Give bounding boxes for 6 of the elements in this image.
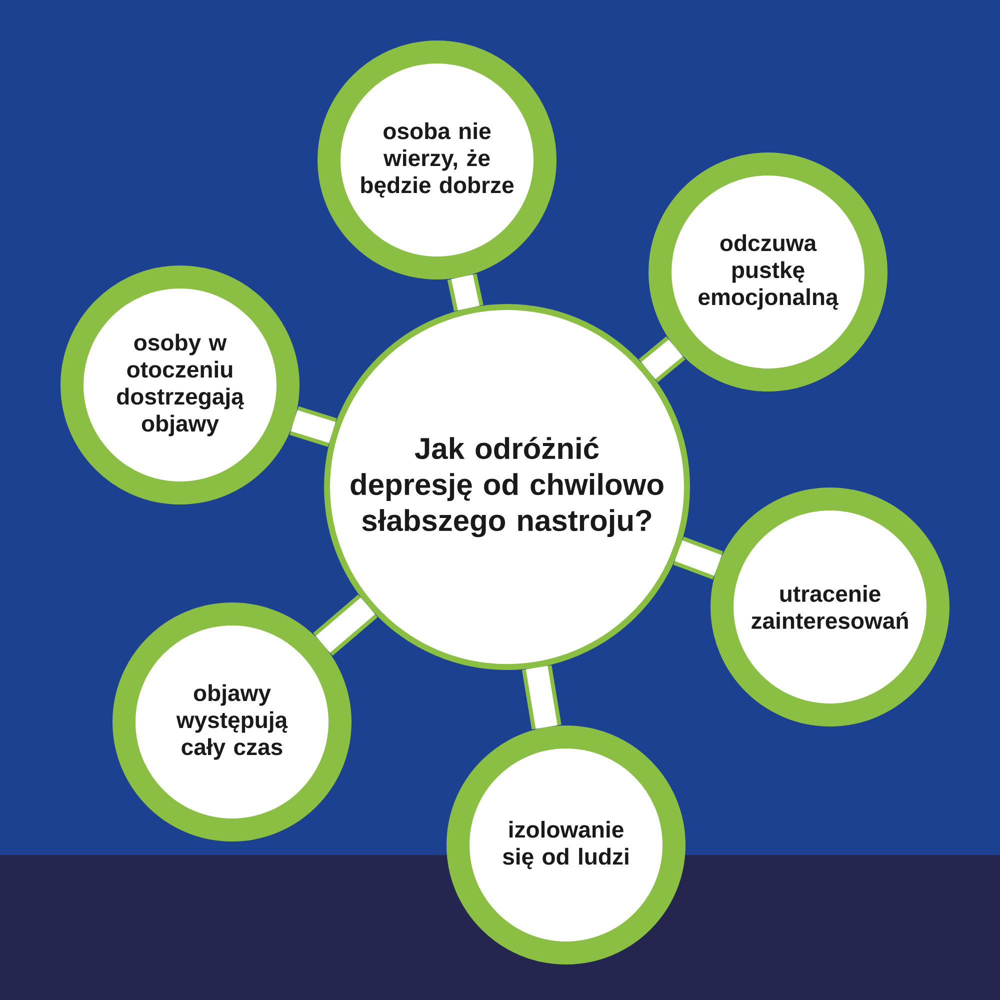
connector-bar [522,665,562,730]
connector-bar [673,536,724,580]
connector-bar [638,336,686,382]
connector-bar [290,406,337,447]
connector-bar [447,274,484,312]
connector-bar [313,594,378,656]
